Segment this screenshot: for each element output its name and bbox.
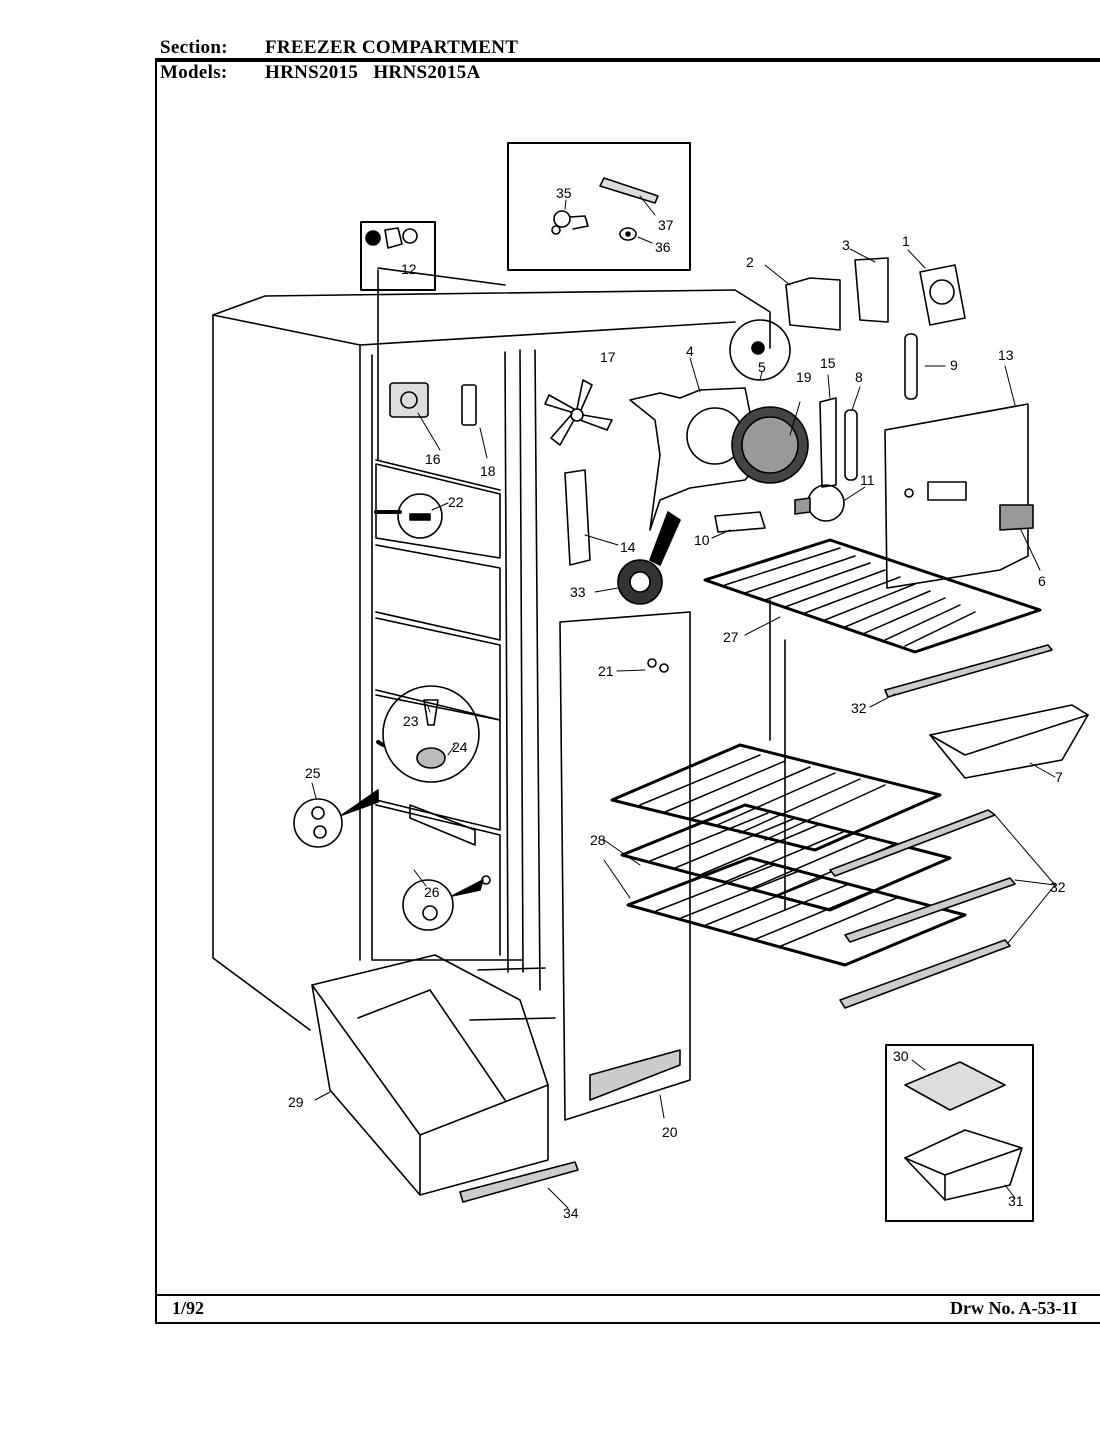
callout-37: 37 [658,217,674,233]
header-rule [155,58,1100,60]
section-label: Section: [160,37,228,58]
callout-7: 7 [1055,769,1063,785]
models-label: Models: [160,62,228,83]
callout-17: 17 [600,349,616,365]
callout-labels: 1 2 3 4 5 6 7 8 9 10 11 12 13 14 15 16 1… [288,185,1066,1221]
drawing-frame [155,60,1100,1322]
part-6-label [999,504,1034,531]
part-23-24-detail [376,685,480,783]
part-27-wire-shelf [703,538,1042,654]
callout-15: 15 [820,355,836,371]
callout-21: 21 [598,663,614,679]
inset-box-ice-bin [885,1044,1034,1222]
part-8-heater [844,409,858,481]
part-1-cover [919,264,966,326]
callout-35: 35 [556,185,572,201]
callout-24: 24 [452,739,468,755]
part-31-ice-bin [904,1129,1023,1201]
section-title: FREEZER COMPARTMENT [265,37,519,58]
part-11-light-bulb [794,484,845,522]
footer-rule [155,1294,1100,1296]
part-34-trim-strip [459,1161,579,1203]
inset-box-part-12 [360,221,436,291]
callout-6: 6 [1038,573,1046,589]
callout-4: 4 [686,343,694,359]
inset-box-icemaker-parts [507,142,691,271]
callout-34: 34 [563,1205,579,1221]
callout-25: 25 [305,765,321,781]
part-5-detail [729,319,791,381]
part-3-clip [854,257,889,323]
part-20-rear-panel [559,611,691,1121]
part-19-fan-motor [731,406,809,484]
callout-23: 23 [403,713,419,729]
part-15-drain-trough [819,397,837,488]
callout-29: 29 [288,1094,304,1110]
callout-12: 12 [401,261,417,277]
part-36-washer [619,227,637,241]
callout-10: 10 [694,532,710,548]
callout-16: 16 [425,451,441,467]
part-28-wire-shelf-upper [610,743,942,852]
callout-26: 26 [424,884,440,900]
callout-22: 22 [448,494,464,510]
part-12-valve [365,227,418,249]
callout-31: 31 [1008,1193,1024,1209]
part-18-switch [461,384,477,426]
models-value: HRNS2015 HRNS2015A [265,62,481,83]
callout-30: 30 [893,1048,909,1064]
callout-18: 18 [480,463,496,479]
part-35-fitting [551,210,589,235]
bottom-rule [155,1322,1100,1324]
callout-32-lower: 32 [1050,879,1066,895]
callout-13: 13 [998,347,1014,363]
part-14-bracket [564,469,591,566]
drawing-date: 1/92 [172,1298,205,1318]
part-2-bracket [785,277,841,331]
part-29-door-bin [311,954,549,1196]
callout-33: 33 [570,584,586,600]
callout-14: 14 [620,539,636,555]
part-16-damper-control [389,382,429,418]
callout-3: 3 [842,237,850,253]
freezer-cabinet [212,267,786,1031]
callout-5: 5 [758,359,766,375]
callout-27: 27 [723,629,739,645]
part-28-wire-shelf-bottom [626,856,967,967]
drawing-number: Drw No. A-53-1I [950,1298,1078,1318]
part-7-tray [929,704,1089,779]
callout-8: 8 [855,369,863,385]
part-26-detail [402,875,491,931]
part-22-screw [374,493,443,539]
part-10-socket [714,511,766,533]
callout-11: 11 [860,472,875,488]
part-9-spacer [904,333,918,400]
callout-20: 20 [662,1124,678,1140]
part-30-ice-tray [904,1061,1006,1111]
part-32-shelf-trim-upper [884,644,1053,698]
callout-1: 1 [902,233,910,249]
callout-9: 9 [950,357,958,373]
part-33-grommet [617,511,681,605]
part-17-fan-blade [544,379,613,446]
part-28-wire-shelf-lower [620,803,952,912]
part-32-shelf-trims [829,809,1016,1009]
part-37-tube [599,177,659,204]
callout-32-upper: 32 [851,700,867,716]
part-13-divider-panel [884,403,1029,589]
part-25-detail [293,789,379,848]
callout-19: 19 [796,369,812,385]
leader-lines [311,248,1056,1209]
callout-2: 2 [746,254,754,270]
callout-28: 28 [590,832,606,848]
callout-36: 36 [655,239,671,255]
